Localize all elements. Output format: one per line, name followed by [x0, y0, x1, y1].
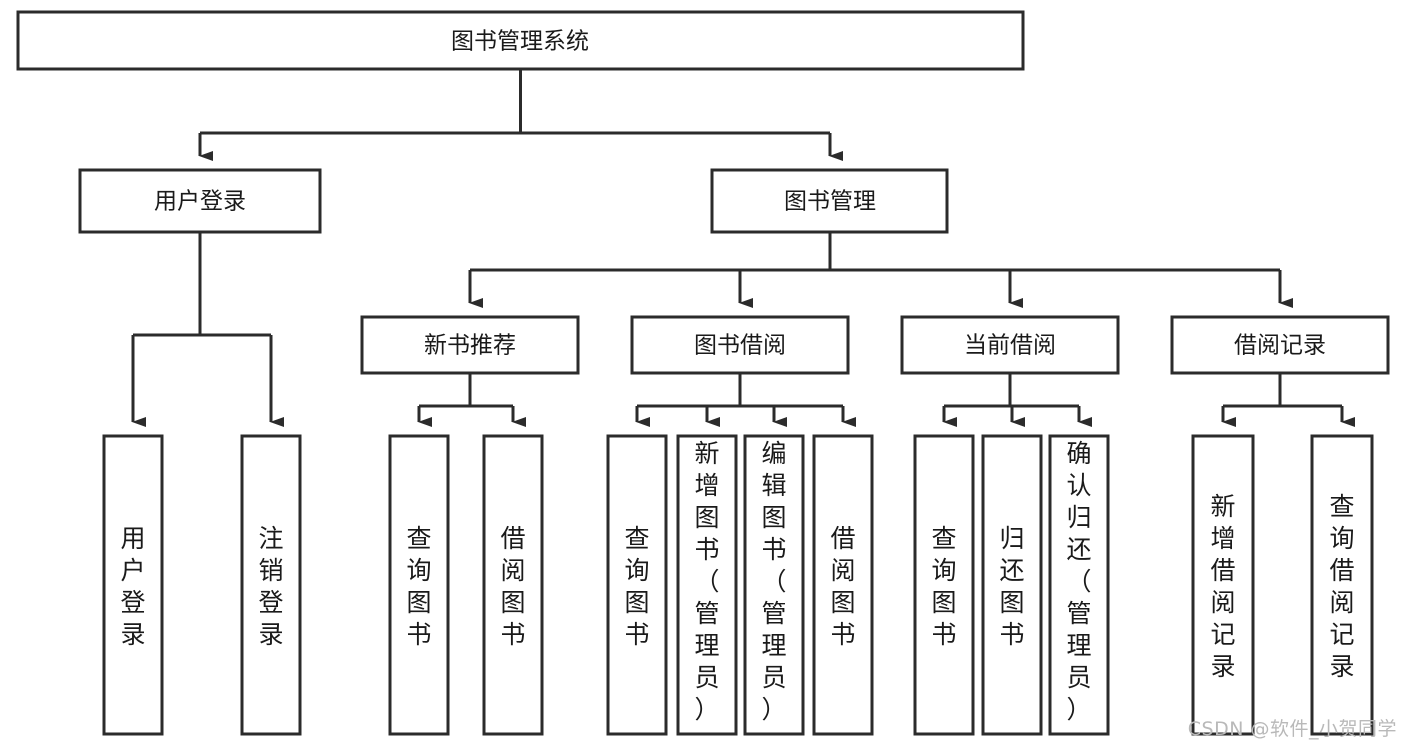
node-root-label: 图书管理系统 — [451, 29, 589, 55]
leaf-user-logout[interactable]: 注销登录 — [240, 434, 302, 736]
leaf-confirm-return-admin-box[interactable] — [1048, 434, 1110, 736]
leaf-borrow-book-2-label: 借阅图书 — [830, 524, 855, 649]
leaf-add-borrow-record-label: 新增借阅记录 — [1210, 492, 1235, 681]
node-user-login-label: 用户登录 — [154, 189, 246, 215]
leaf-edit-book-admin[interactable]: 编辑图书（管理员） — [743, 434, 805, 736]
node-new-book-recommend-label: 新书推荐 — [424, 333, 516, 359]
leaf-query-borrow-record[interactable]: 查询借阅记录 — [1310, 434, 1374, 736]
leaf-query-book-1-label: 查询图书 — [406, 524, 431, 649]
node-book-borrow[interactable]: 图书借阅 — [630, 315, 850, 375]
leaf-add-borrow-record[interactable]: 新增借阅记录 — [1191, 434, 1255, 736]
node-borrow-record[interactable]: 借阅记录 — [1170, 315, 1390, 375]
leaf-user-login-do-label: 用户登录 — [120, 524, 145, 649]
leaf-user-login-do[interactable]: 用户登录 — [102, 434, 164, 736]
leaf-user-logout-label: 注销登录 — [258, 524, 283, 649]
leaf-edit-book-admin-box[interactable] — [743, 434, 805, 736]
leaf-borrow-book-1[interactable]: 借阅图书 — [482, 434, 544, 736]
leaf-confirm-return-admin-label: 确认归还（管理员） — [1066, 439, 1091, 724]
leaf-add-borrow-record-box[interactable] — [1191, 434, 1255, 736]
node-root[interactable]: 图书管理系统 — [16, 10, 1025, 71]
connectors-layer — [131, 69, 1355, 427]
node-borrow-record-box[interactable] — [1170, 315, 1390, 375]
node-user-login[interactable]: 用户登录 — [78, 168, 322, 234]
node-new-book-recommend-box[interactable] — [360, 315, 580, 375]
node-new-book-recommend[interactable]: 新书推荐 — [360, 315, 580, 375]
leaf-return-book[interactable]: 归还图书 — [981, 434, 1043, 736]
leaf-user-login-do-box[interactable] — [102, 434, 164, 736]
leaf-return-book-label: 归还图书 — [999, 524, 1024, 649]
leaf-add-book-admin[interactable]: 新增图书（管理员） — [676, 434, 738, 736]
leaf-nodes-layer: 用户登录 注销登录 查询图书 借阅图书 查询图书 — [102, 434, 1374, 736]
leaf-edit-book-admin-label: 编辑图书（管理员） — [761, 439, 786, 724]
node-current-borrow[interactable]: 当前借阅 — [900, 315, 1120, 375]
leaf-borrow-book-1-label: 借阅图书 — [500, 524, 525, 649]
leaf-query-book-2-box[interactable] — [606, 434, 668, 736]
node-borrow-record-label: 借阅记录 — [1234, 333, 1326, 359]
leaf-query-book-3-box[interactable] — [913, 434, 975, 736]
leaf-add-book-admin-label: 新增图书（管理员） — [694, 439, 719, 724]
leaf-query-book-3[interactable]: 查询图书 — [913, 434, 975, 736]
leaf-query-book-2[interactable]: 查询图书 — [606, 434, 668, 736]
leaf-query-book-2-label: 查询图书 — [624, 524, 649, 649]
nodes-layer: 图书管理系统 用户登录 图书管理 新书推荐 图书借阅 — [16, 10, 1390, 736]
node-book-manage-box[interactable] — [710, 168, 949, 234]
leaf-query-borrow-record-label: 查询借阅记录 — [1329, 492, 1354, 681]
node-user-login-box[interactable] — [78, 168, 322, 234]
leaf-borrow-book-2-box[interactable] — [812, 434, 874, 736]
leaf-query-book-3-label: 查询图书 — [931, 524, 956, 649]
leaf-query-book-1-box[interactable] — [388, 434, 450, 736]
leaf-return-book-box[interactable] — [981, 434, 1043, 736]
leaf-borrow-book-2[interactable]: 借阅图书 — [812, 434, 874, 736]
node-current-borrow-label: 当前借阅 — [964, 333, 1056, 359]
leaf-query-borrow-record-box[interactable] — [1310, 434, 1374, 736]
node-book-manage-label: 图书管理 — [784, 189, 876, 215]
leaf-query-book-1[interactable]: 查询图书 — [388, 434, 450, 736]
node-book-borrow-label: 图书借阅 — [694, 333, 786, 359]
node-current-borrow-box[interactable] — [900, 315, 1120, 375]
node-book-borrow-box[interactable] — [630, 315, 850, 375]
node-book-manage[interactable]: 图书管理 — [710, 168, 949, 234]
leaf-add-book-admin-box[interactable] — [676, 434, 738, 736]
leaf-confirm-return-admin[interactable]: 确认归还（管理员） — [1048, 434, 1110, 736]
leaf-user-logout-box[interactable] — [240, 434, 302, 736]
node-root-box[interactable] — [16, 10, 1025, 71]
leaf-borrow-book-1-box[interactable] — [482, 434, 544, 736]
